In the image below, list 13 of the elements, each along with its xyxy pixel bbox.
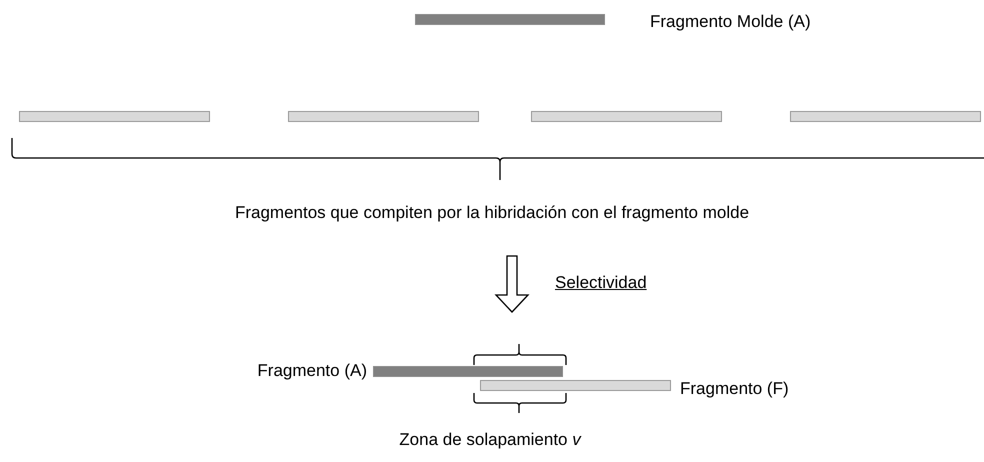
fragment-label: Fragmento (F) bbox=[680, 379, 789, 399]
dna-fragment-bar bbox=[373, 366, 563, 377]
dna-fragment-bar bbox=[480, 380, 671, 391]
fragment-label: Fragmento (A) bbox=[257, 361, 367, 381]
dna-fragment-bar bbox=[531, 111, 722, 122]
process-label: Selectividad bbox=[555, 273, 647, 293]
overlap-label: Zona de solapamiento v bbox=[399, 430, 581, 450]
dna-fragment-bar bbox=[288, 111, 479, 122]
dna-fragment-bar bbox=[415, 14, 605, 25]
dna-fragment-bar bbox=[790, 111, 981, 122]
fragment-label: Fragmento Molde (A) bbox=[650, 12, 811, 32]
caption-text: Fragmentos que compiten por la hibridación con el fragmento molde bbox=[234, 203, 750, 223]
dna-fragment-bar bbox=[19, 111, 210, 122]
